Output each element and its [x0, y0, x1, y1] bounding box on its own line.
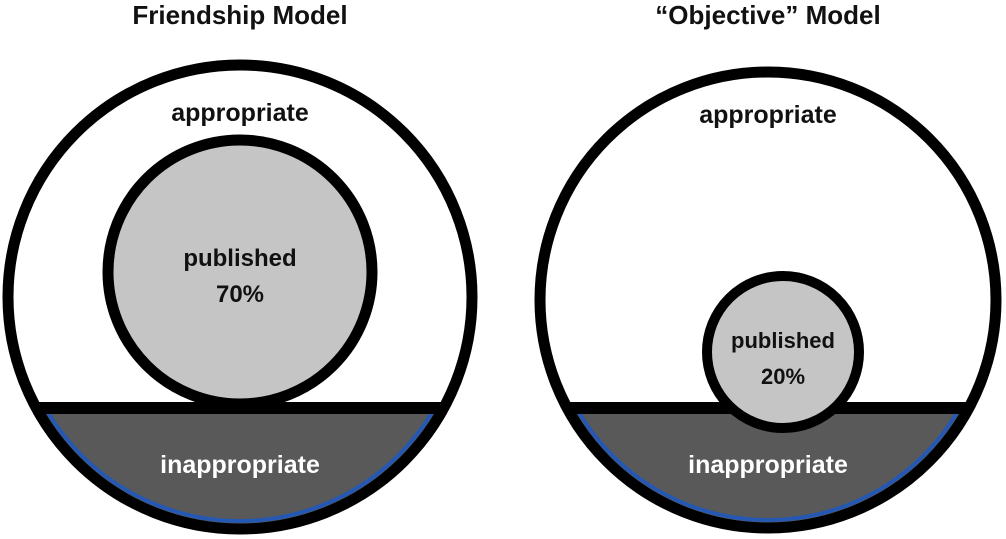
- right-published-label: published: [731, 328, 835, 353]
- right-diagram-title: “Objective” Model: [655, 0, 880, 30]
- objective-model-diagram: “Objective” Model appropriate published …: [534, 0, 1002, 534]
- right-published-circle: [702, 271, 864, 433]
- left-diagram-title: Friendship Model: [132, 0, 347, 30]
- right-inappropriate-label: inappropriate: [688, 451, 848, 479]
- left-outer-circle-ring: [2, 59, 478, 535]
- right-outer-circle-ring: [534, 66, 1002, 534]
- right-published-value: 20%: [761, 364, 805, 389]
- right-bottom-accent-arc: [573, 406, 963, 522]
- left-published-label: published: [183, 245, 296, 272]
- right-appropriate-label: appropriate: [699, 101, 837, 129]
- left-published-value: 70%: [216, 281, 264, 308]
- left-bottom-accent-arc: [42, 406, 438, 523]
- friendship-model-diagram: Friendship Model appropriate published 7…: [2, 0, 478, 535]
- left-inappropriate-label: inappropriate: [160, 451, 320, 479]
- left-published-circle: [102, 134, 378, 410]
- left-appropriate-label: appropriate: [171, 99, 309, 127]
